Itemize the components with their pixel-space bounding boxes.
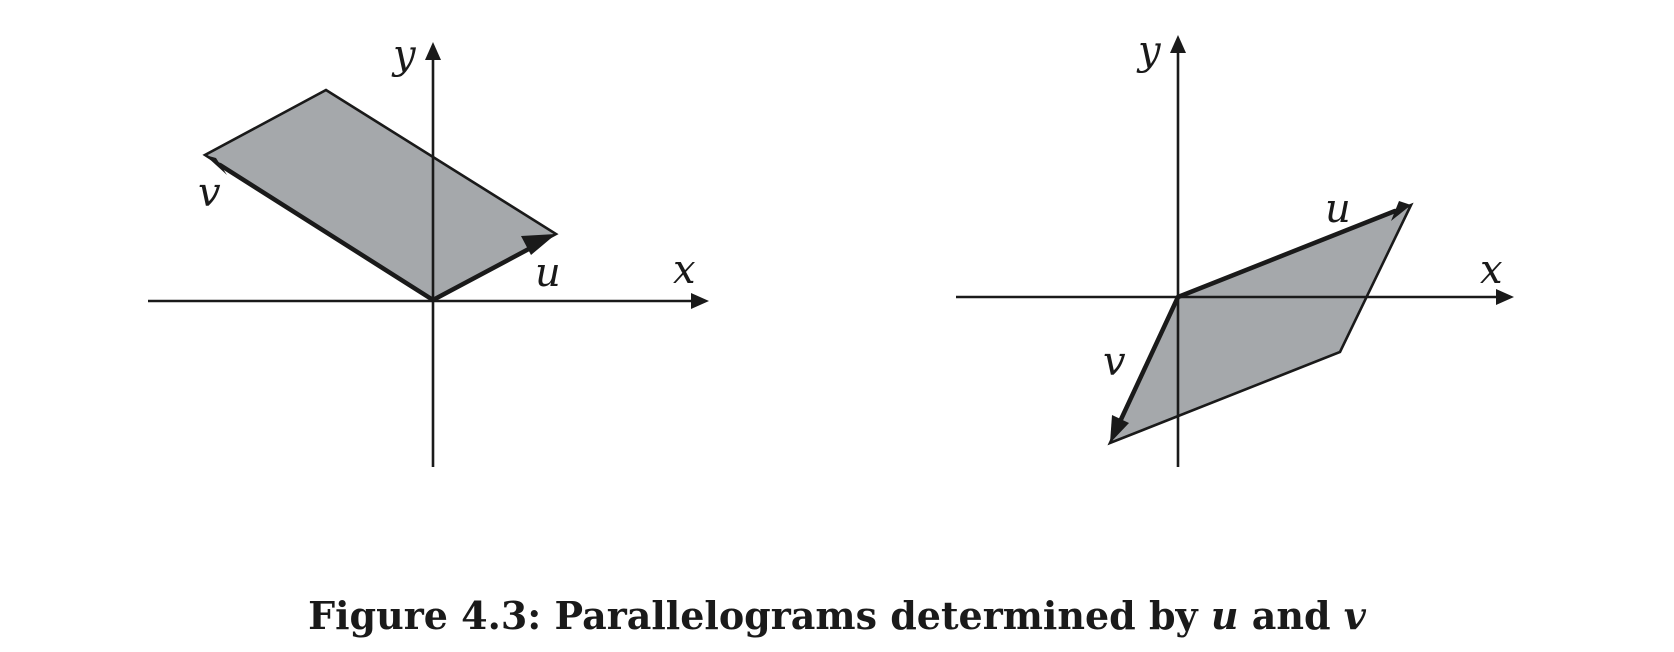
caption-var-v: v <box>1343 593 1366 638</box>
left-panel: y x u v <box>148 32 709 467</box>
right-panel: y x u v <box>956 28 1514 467</box>
right-vector-u-label: u <box>1325 186 1351 232</box>
left-vector-u <box>430 240 543 303</box>
caption-var-u: u <box>1210 593 1239 638</box>
left-x-axis-arrowhead <box>691 293 709 309</box>
left-y-axis-label: y <box>391 32 417 78</box>
right-x-axis-arrowhead <box>1496 289 1514 305</box>
left-y-axis-arrowhead <box>425 42 441 60</box>
left-vector-v-label: v <box>198 170 221 216</box>
right-vector-v <box>1114 294 1181 431</box>
caption-text: Parallelograms determined by <box>554 593 1198 638</box>
right-y-axis-label: y <box>1136 28 1162 74</box>
left-vector-v-arrowhead <box>205 155 227 175</box>
right-vector-u <box>1175 208 1398 300</box>
caption-conjunction: and <box>1251 593 1331 638</box>
right-x-axis-label: x <box>1480 247 1503 293</box>
right-parallelogram <box>1107 202 1414 446</box>
right-vector-v-arrowhead <box>1110 415 1129 443</box>
right-y-axis-arrowhead <box>1170 35 1186 53</box>
parallelogram-figure: y x u v y x u v <box>148 28 1514 467</box>
left-vector-u-arrowhead <box>521 234 556 255</box>
caption-figure-label: Figure 4.3: <box>308 593 542 638</box>
left-x-axis-label: x <box>673 247 696 293</box>
right-vector-v-label: v <box>1103 339 1126 385</box>
left-vector-v <box>217 162 436 303</box>
right-vector-u-arrowhead <box>1391 201 1411 221</box>
figure-caption: Figure 4.3: Parallelograms determined by… <box>0 597 1674 635</box>
left-vector-u-label: u <box>535 250 561 296</box>
